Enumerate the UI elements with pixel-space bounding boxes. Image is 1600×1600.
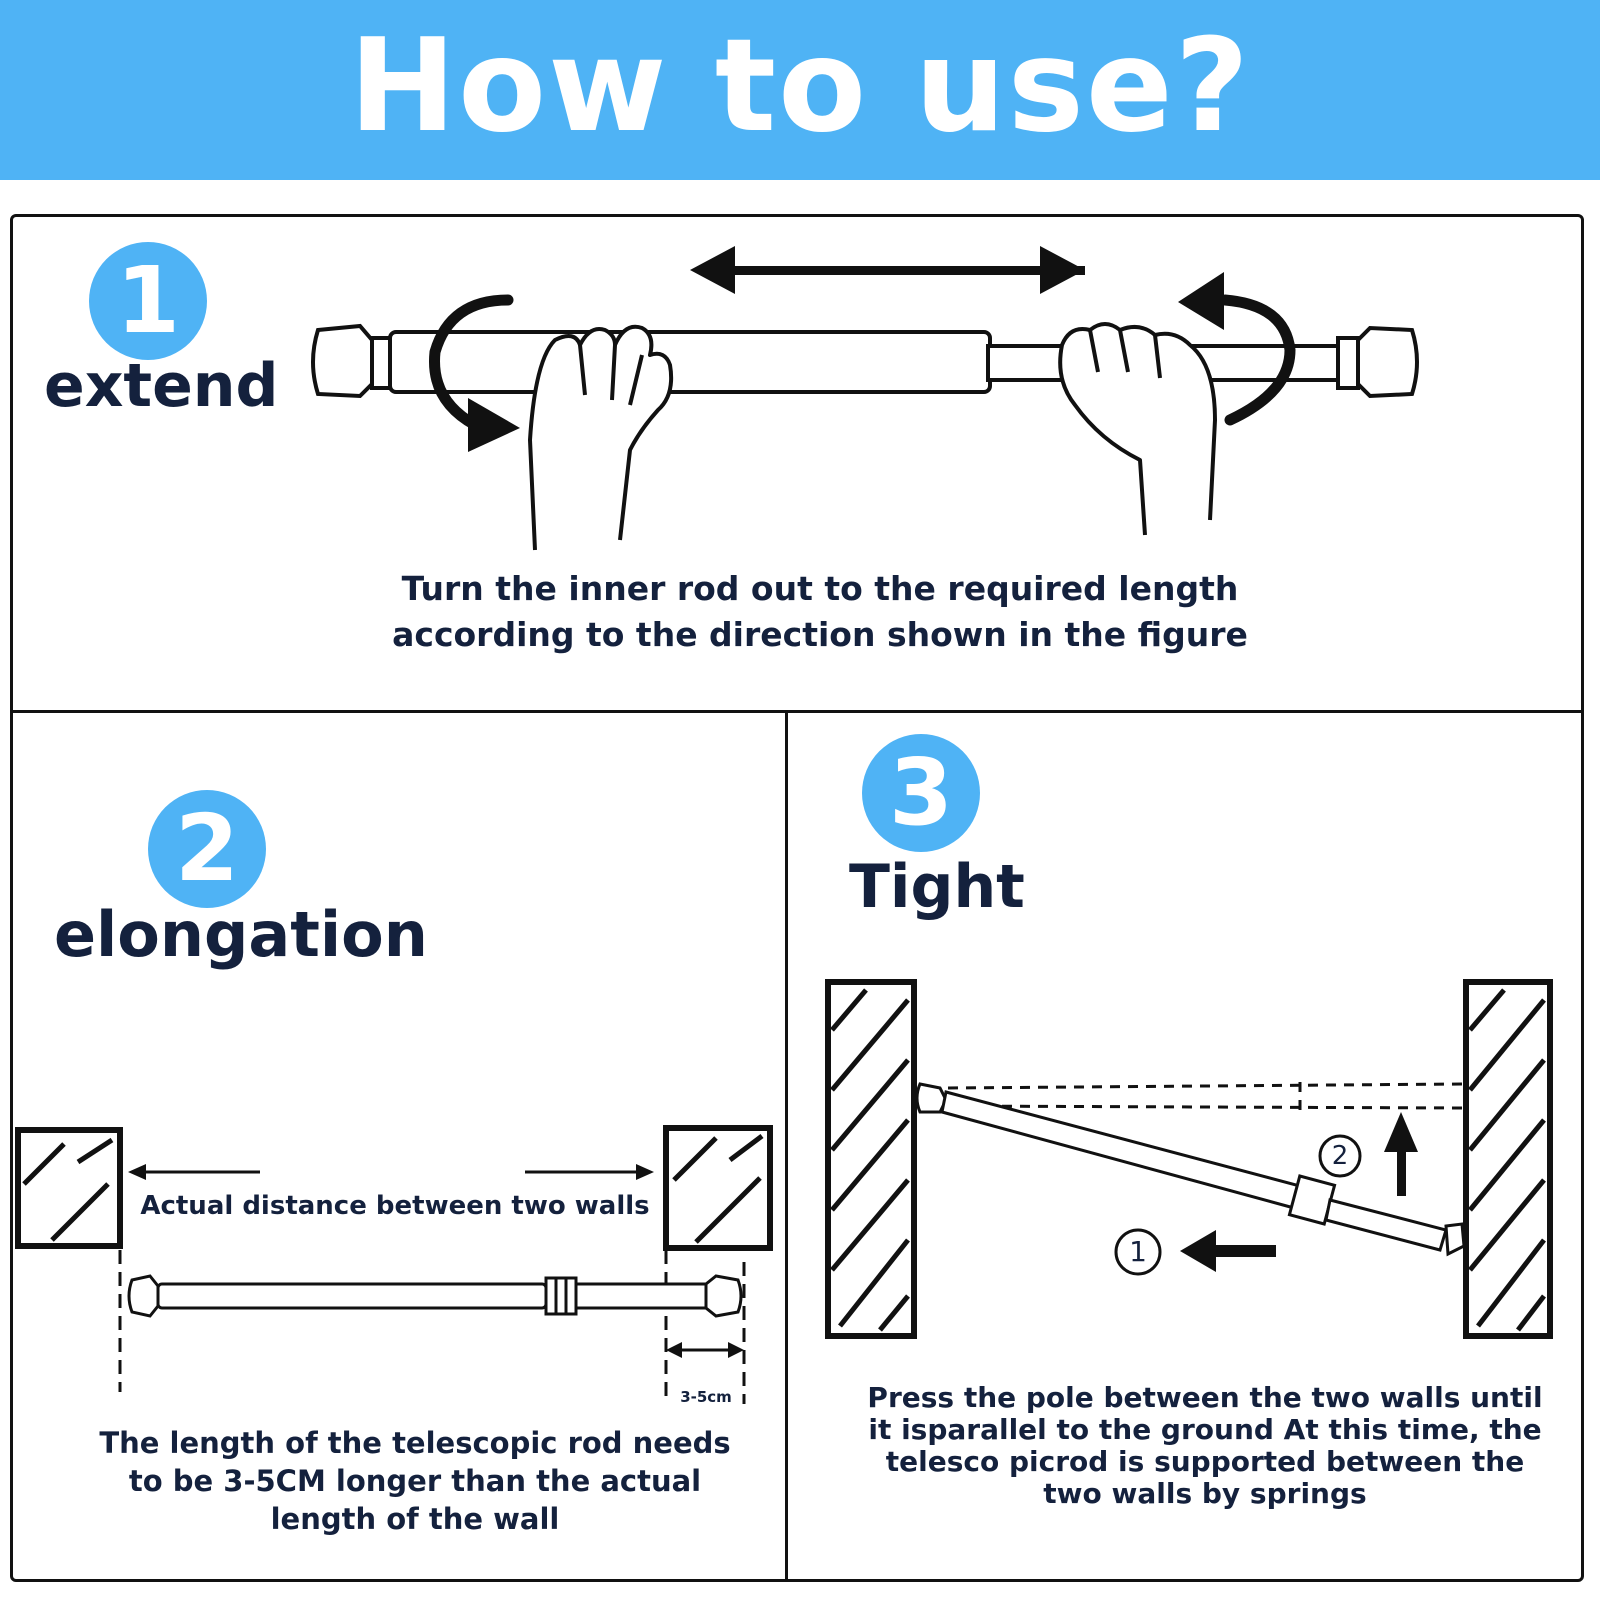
step-2-badge: 2 — [148, 790, 266, 908]
step-3-badge: 3 — [862, 734, 980, 852]
vertical-divider — [785, 712, 788, 1580]
step-1-badge: 1 — [89, 242, 207, 360]
caption-line: length of the wall — [270, 1502, 560, 1536]
caption-line: it isparallel to the ground At this time… — [868, 1413, 1542, 1446]
caption-line: telesco picrod is supported between the — [885, 1445, 1525, 1478]
marker-1-label: 1 — [1129, 1235, 1147, 1268]
step-1-caption: Turn the inner rod out to the required l… — [300, 566, 1340, 658]
horizontal-divider — [10, 710, 1584, 713]
caption-line: The length of the telescopic rod needs — [99, 1426, 731, 1460]
instruction-frame — [10, 214, 1584, 1582]
caption-line: to be 3-5CM longer than the actual — [128, 1464, 702, 1498]
caption-line: two walls by springs — [1043, 1477, 1367, 1510]
page-title: How to use? — [349, 12, 1251, 161]
step-2-caption: The length of the telescopic rod needs t… — [70, 1424, 760, 1538]
caption-line: according to the direction shown in the … — [392, 615, 1248, 654]
step-2-label: elongation — [54, 898, 428, 971]
header-banner: How to use? — [0, 0, 1600, 180]
marker-2-label: 2 — [1331, 1141, 1349, 1171]
caption-line: Turn the inner rod out to the required l… — [401, 569, 1239, 608]
step-3-label: Tight — [849, 852, 1025, 922]
wall-distance-label: Actual distance between two walls — [140, 1191, 650, 1221]
dimension-label: 3-5cm — [680, 1388, 732, 1406]
step-3-caption: Press the pole between the two walls unt… — [855, 1382, 1555, 1510]
caption-line: Press the pole between the two walls unt… — [867, 1381, 1543, 1414]
step-1-label: extend — [44, 351, 279, 421]
